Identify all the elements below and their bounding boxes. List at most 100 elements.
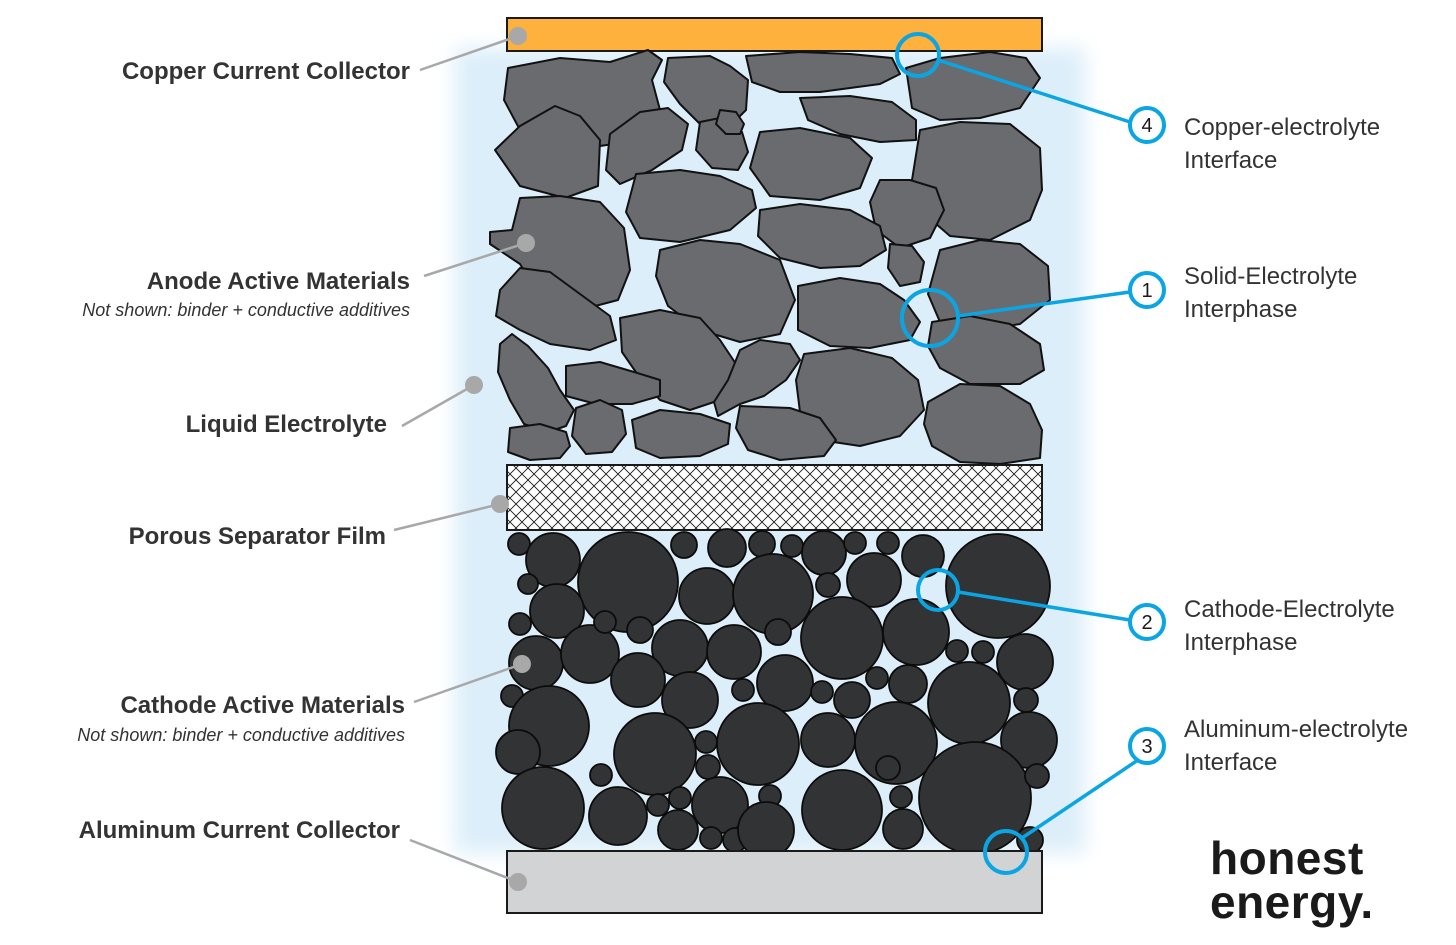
cathode-particle	[865, 666, 889, 690]
cathode-particle	[800, 596, 884, 680]
label-cathode-note: Not shown: binder + conductive additives	[77, 725, 405, 745]
dot-icon	[509, 873, 527, 891]
anode-particles	[489, 49, 1051, 465]
circle-outline-icon	[916, 568, 960, 612]
callout-label-3-line2: Interface	[1184, 749, 1278, 776]
cathode-particle	[780, 534, 804, 558]
cathode-particle	[694, 730, 718, 754]
left-leader-lines	[393, 34, 527, 884]
cathode-particle	[800, 712, 856, 768]
callout-number-2: 2	[1141, 612, 1152, 634]
cathode-particle	[731, 678, 755, 702]
dot-icon	[465, 376, 483, 394]
label-cathode-title: Cathode Active Materials	[120, 692, 405, 719]
cathode-particle	[661, 671, 719, 729]
cathode-particle	[1024, 763, 1050, 789]
callout-label-2-line1: Cathode-Electrolyte	[1184, 596, 1395, 623]
copper-collector-bar	[506, 17, 1043, 52]
callout-number-4: 4	[1141, 115, 1152, 137]
dot-icon	[513, 655, 531, 673]
leader-dots	[465, 27, 535, 891]
cathode-particle	[927, 661, 1011, 745]
cathode-particle	[875, 755, 901, 781]
cathode-particle	[707, 528, 747, 568]
callout-number-3: 3	[1141, 736, 1152, 758]
cathode-particle	[971, 640, 995, 664]
cathode-particles	[495, 528, 1058, 859]
cathode-particle	[529, 583, 585, 639]
cathode-particle	[1013, 687, 1039, 713]
cathode-particle	[810, 680, 834, 704]
cathode-particle	[613, 712, 697, 796]
cathode-particle	[846, 552, 902, 608]
label-electrolyte: Liquid Electrolyte	[185, 411, 387, 438]
cathode-particle	[756, 654, 814, 712]
cathode-particle	[657, 809, 699, 851]
dot-icon	[517, 234, 535, 252]
cathode-particle	[646, 793, 670, 817]
cathode-particle	[589, 763, 613, 787]
cathode-particle	[833, 681, 871, 719]
cathode-particle	[996, 633, 1054, 691]
label-anode-note: Not shown: binder + conductive additives	[82, 300, 410, 320]
callout-label-2-line2: Interphase	[1184, 629, 1298, 656]
cathode-particle	[670, 531, 698, 559]
cathode-particle	[626, 616, 654, 644]
cathode-particle	[854, 701, 938, 785]
callout-number-1: 1	[1141, 280, 1152, 302]
callout-label-1-line2: Interphase	[1184, 296, 1298, 323]
circle-outline-icon	[983, 829, 1029, 875]
dot-icon	[509, 27, 527, 45]
cathode-particle	[945, 639, 969, 663]
cathode-particle	[889, 785, 913, 809]
callout-label-3-line1: Aluminum-electrolyte	[1184, 716, 1409, 743]
callout-label-4: Copper-electrolyte Interface	[1184, 111, 1380, 177]
circle-outline-icon	[895, 32, 941, 78]
dot-icon	[491, 495, 509, 513]
cathode-particle	[888, 664, 928, 704]
cathode-particle	[882, 808, 924, 850]
label-anode-title: Anode Active Materials	[146, 268, 410, 295]
callout-label-1: Solid-Electrolyte Interphase	[1184, 260, 1357, 326]
cathode-particle	[876, 531, 900, 555]
label-separator: Porous Separator Film	[128, 523, 386, 550]
cathode-particle	[815, 572, 841, 598]
cathode-particle	[918, 741, 1032, 855]
label-aluminum-collector: Aluminum Current Collector	[78, 817, 400, 844]
cathode-particle	[764, 618, 792, 646]
aluminum-collector-bar	[506, 850, 1043, 914]
callout-label-1-line1: Solid-Electrolyte	[1184, 263, 1358, 290]
cathode-particle	[716, 702, 800, 786]
cathode-particle	[945, 533, 1051, 639]
callout-label-3: Aluminum-electrolyte Interface	[1184, 713, 1408, 779]
circle-outline-icon	[900, 288, 960, 348]
callout-number-badges: 4 1 2 3	[1128, 106, 1166, 765]
cathode-particle	[678, 567, 736, 625]
cathode-particle	[560, 624, 620, 684]
cathode-particle	[699, 826, 723, 850]
cathode-particle	[495, 729, 541, 775]
cathode-particle	[501, 766, 585, 850]
cathode-particle	[695, 754, 721, 780]
cathode-particle	[508, 612, 532, 636]
cathode-particle	[610, 652, 666, 708]
cathode-particle	[507, 532, 531, 556]
cathode-particle	[577, 531, 679, 633]
cathode-particle	[588, 786, 648, 846]
cathode-particle	[737, 801, 795, 859]
cathode-particle	[801, 530, 847, 576]
brand-logo-line2: energy.	[1210, 876, 1374, 928]
callout-markers	[895, 32, 1029, 875]
brand-logo-line1: honest	[1210, 832, 1364, 884]
callout-lines	[937, 58, 1139, 840]
cathode-particle	[706, 624, 762, 680]
brand-logo: honest energy.	[1210, 832, 1374, 928]
cathode-particle	[748, 530, 776, 558]
label-copper-collector: Copper Current Collector	[121, 58, 410, 85]
callout-label-4-line2: Interface	[1184, 147, 1278, 174]
cathode-particle	[843, 531, 867, 555]
cathode-particle	[801, 769, 883, 851]
cathode-particle	[517, 573, 539, 595]
cathode-particle	[668, 786, 692, 810]
